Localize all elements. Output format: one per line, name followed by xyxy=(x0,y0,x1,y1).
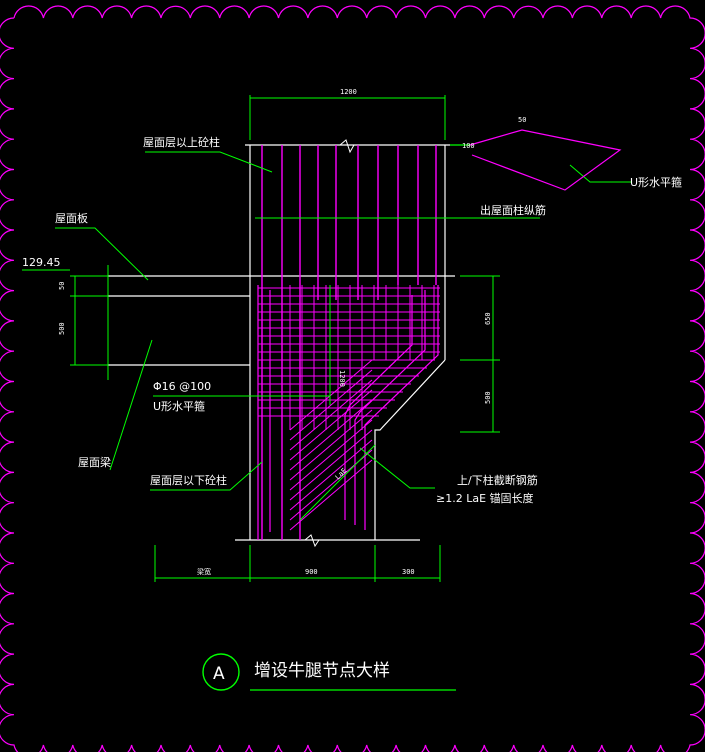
diagonal-hatch xyxy=(289,429,373,501)
dim-beam-width: 梁宽 xyxy=(197,567,211,576)
label-roof-beam: 屋面梁 xyxy=(78,455,111,469)
diagonal-hatch xyxy=(289,379,373,451)
dim-100: 100 xyxy=(462,142,475,150)
diagonal-hatch xyxy=(289,369,373,441)
label-lower-column: 屋面层以下砼柱 xyxy=(150,473,227,487)
dimension-lines xyxy=(22,95,540,582)
dim-500-left: 500 xyxy=(58,322,66,335)
diagonal-hatch xyxy=(289,399,373,471)
dim-650: 650 xyxy=(484,312,492,325)
cloud-outline xyxy=(0,5,705,752)
diagonal-hatch xyxy=(289,459,373,531)
revision-cloud-border xyxy=(0,5,705,752)
label-cut-rebar-2: ≥1.2 LaE 锚固长度 xyxy=(436,491,534,505)
diagonal-hatch xyxy=(289,439,373,511)
label-rebar-spec: Φ16 @100 xyxy=(153,380,211,393)
label-u-stirrup-mid: U形水平箍 xyxy=(153,399,205,413)
leader-lines xyxy=(55,151,632,491)
dim-150: 50 xyxy=(518,116,526,124)
diagonal-hatch xyxy=(289,419,373,491)
label-cut-rebar-1: 上/下柱截断钢筋 xyxy=(457,473,538,487)
lae-dimension: LaE xyxy=(334,467,349,482)
label-elevation: 129.45 xyxy=(22,256,61,269)
diagonal-hatch xyxy=(289,389,373,461)
label-roof-slab: 屋面板 xyxy=(55,211,88,225)
dim-500-right: 500 xyxy=(484,391,492,404)
label-roof-column-rebar: 出屋面柱纵筋 xyxy=(480,203,546,217)
dim-1200-vertical: 1200 xyxy=(338,370,346,387)
column-rebar xyxy=(261,145,437,540)
corbel-outline xyxy=(235,359,446,541)
label-u-stirrup-top: U形水平箍 xyxy=(630,175,682,189)
stirrup-mesh xyxy=(258,285,440,531)
label-upper-column: 屋面层以上砼柱 xyxy=(143,135,220,149)
title-letter: A xyxy=(213,664,225,684)
u-stirrup-sketch xyxy=(450,129,622,191)
title-text: 增设牛腿节点大样 xyxy=(254,661,390,681)
break-mark-bottom xyxy=(304,534,320,548)
dim-900: 900 xyxy=(305,568,318,576)
break-mark-top xyxy=(339,139,355,154)
diagonal-hatch xyxy=(289,359,373,431)
title-circle xyxy=(202,653,240,691)
dim-50-left: 50 xyxy=(58,282,66,290)
diagonal-hatch xyxy=(289,409,373,481)
diagonal-rebar xyxy=(257,285,439,540)
dim-top-width: 1200 xyxy=(340,88,357,96)
dim-300: 300 xyxy=(402,568,415,576)
